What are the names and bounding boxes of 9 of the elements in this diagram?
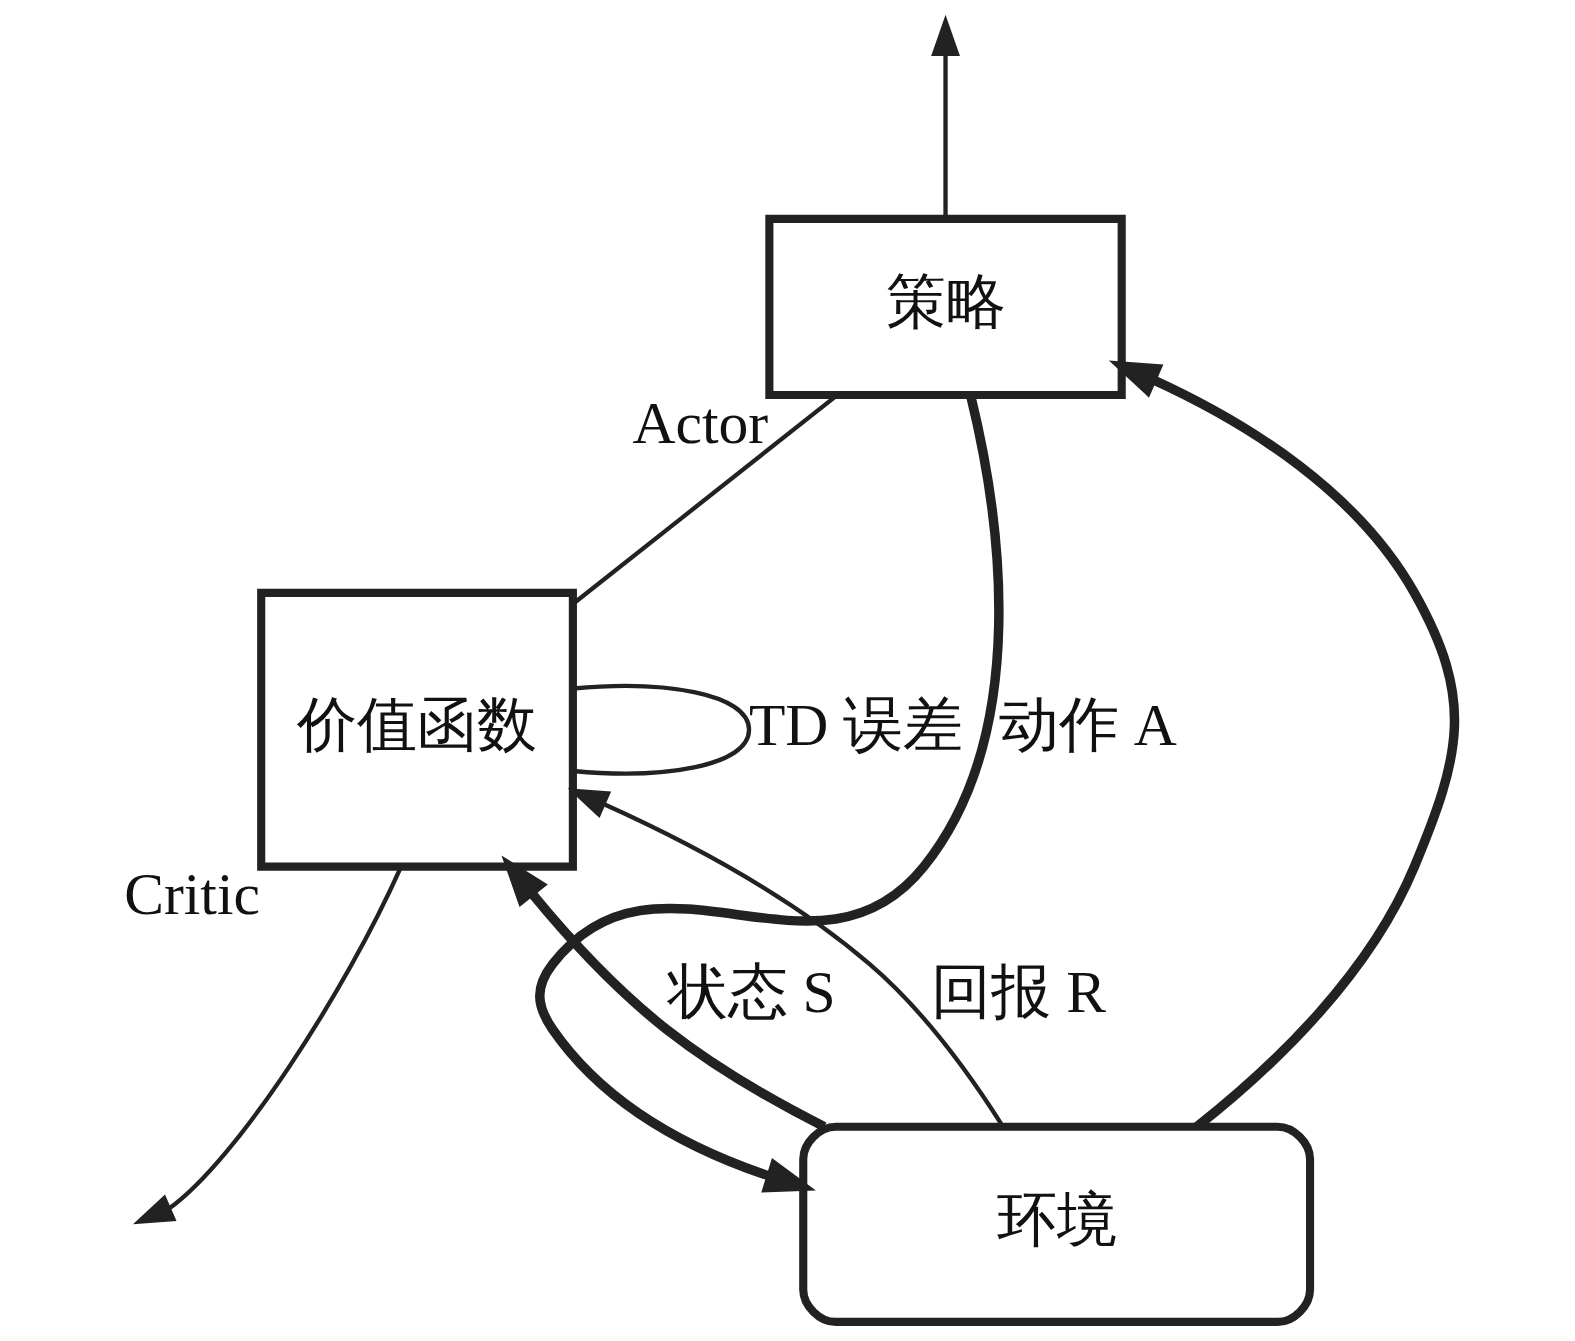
- edge-label: 状态 S: [667, 958, 836, 1025]
- arrow: [500, 855, 826, 1131]
- arrow: [1108, 360, 1459, 1131]
- edge-label: TD 误差: [748, 691, 963, 758]
- edge-label: 动作 A: [998, 691, 1177, 758]
- node-box: 环境: [798, 1122, 1314, 1326]
- edge-label: 回报 R: [930, 958, 1106, 1025]
- node-box: 策略: [764, 214, 1126, 400]
- node-box: 价值函数: [256, 588, 577, 871]
